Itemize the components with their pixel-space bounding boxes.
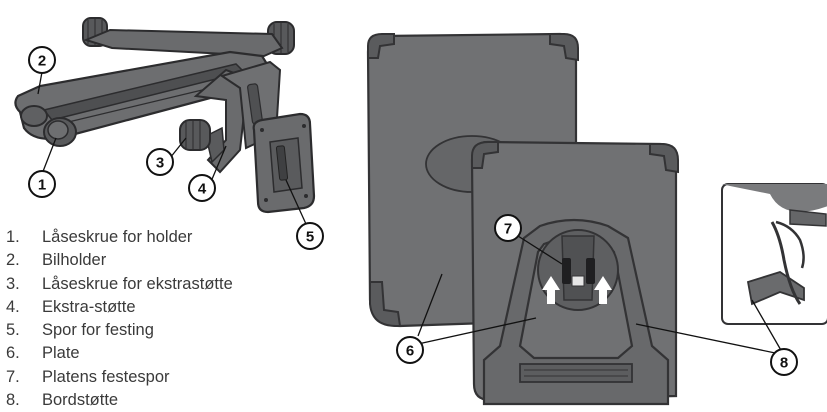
callout-2: 2 [28, 46, 56, 74]
svg-text:2: 2 [38, 53, 46, 70]
leader-lines [37, 71, 783, 355]
locking-screw-extra-support [179, 119, 211, 151]
plate-corner-tl [367, 33, 395, 59]
legend-item: 2.Bilholder [6, 251, 107, 270]
legend-item: 8.Bordstøtte [6, 391, 119, 410]
legend-item: 5.Spor for festing [6, 321, 154, 340]
front-plate-corner-tl [471, 141, 499, 169]
rear-clamp-arm [83, 28, 284, 58]
plate-corner-tr [549, 33, 579, 62]
svg-text:1: 1 [38, 177, 46, 194]
stand-detail-inset [721, 183, 827, 325]
svg-text:4: 4 [198, 181, 207, 198]
svg-text:5: 5 [306, 229, 314, 246]
callout-7: 7 [494, 214, 522, 242]
front-plate-corner-tr [649, 143, 679, 174]
car-holder-illustration [14, 17, 316, 214]
callout-6: 6 [396, 336, 424, 364]
table-stand-foot [519, 363, 633, 383]
legend-item: 1.Låseskrue for holder [6, 228, 193, 246]
legend-item: 7.Platens festespor [6, 367, 170, 386]
callout-3: 3 [146, 148, 174, 176]
legend-item: 3.Låseskrue for ekstrastøtte [6, 274, 233, 293]
svg-text:7: 7 [504, 221, 512, 238]
legend-item: 6.Plate [6, 344, 80, 363]
arrow-up-left [542, 276, 560, 304]
callout-8: 8 [770, 348, 798, 376]
plate-corner-bl [369, 281, 402, 327]
legend-item: 4.Ekstra-støtte [6, 297, 136, 316]
front-plate-illustration [470, 140, 679, 406]
svg-text:6: 6 [406, 343, 414, 360]
mounting-slot-plate [252, 112, 316, 214]
arrow-up-right [594, 276, 612, 304]
svg-text:8: 8 [780, 355, 788, 372]
callout-1: 1 [28, 170, 56, 198]
callout-4: 4 [188, 174, 216, 202]
svg-text:3: 3 [156, 155, 164, 172]
parts-legend: 1.Låseskrue for holder 2.Bilholder 3.Lås… [6, 226, 233, 412]
callout-5: 5 [296, 222, 324, 250]
locking-screw-holder [43, 117, 77, 147]
